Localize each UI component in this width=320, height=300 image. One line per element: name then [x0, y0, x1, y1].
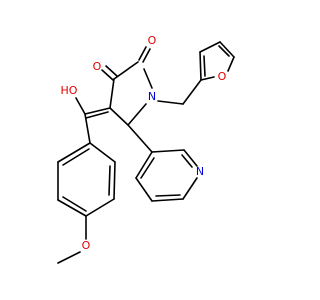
bond-exo-oh — [75, 97, 86, 115]
bond-pyr-c4-c3-inner — [140, 157, 155, 179]
bond-n1-ch2 — [157, 100, 184, 105]
bond-pyr-c6-c5-inner — [155, 194, 181, 197]
bond-pyr-c5-c4 — [135, 177, 153, 202]
bond-furan-c3-c2-inner — [203, 55, 206, 77]
atom-o-furan: O — [218, 70, 227, 83]
bond-c3-o-double-a — [101, 69, 114, 81]
atom-n-pyridine: N — [196, 165, 204, 178]
atom-o-lactam: O — [148, 34, 157, 47]
bond-benz-c3-c4 — [85, 198, 115, 217]
bond-o-methyl — [57, 251, 81, 264]
bond-pyr-c6-c5 — [151, 198, 184, 202]
bond-c5-pyridine — [127, 124, 153, 153]
bond-c2-n1 — [143, 68, 153, 89]
atom-o-ring-ketone: O — [93, 60, 102, 73]
bond-exo-aryl — [84, 113, 91, 144]
bond-ch2-furan — [182, 79, 202, 105]
bond-c3-o-double-b — [105, 65, 118, 77]
atom-n-lactam: N — [148, 90, 156, 103]
bond-furan-c5-c4 — [219, 41, 235, 58]
bond-furan-c5-c4-inner — [218, 45, 230, 57]
bond-benz-c4-c5-inner — [62, 196, 87, 212]
atom-o-hydroxyl: HO — [61, 84, 78, 97]
bond-pyr-c3-c2 — [151, 149, 185, 153]
bond-c2-o-double-a — [138, 46, 147, 61]
bond-furan-c3-c2 — [199, 51, 202, 81]
bond-benz-c2-c3 — [113, 161, 116, 200]
bond-c4-c3 — [109, 78, 115, 109]
bond-benz-c2-c3-inner — [108, 165, 111, 196]
bond-furan-o-c5 — [227, 56, 235, 72]
bond-c3-c2 — [113, 61, 139, 80]
bond-pyr-c2-n-inner — [181, 154, 193, 168]
bond-benz-c6-c1 — [57, 142, 91, 163]
bond-c2-o-double-b — [142, 48, 151, 63]
bond-furan-c2-o — [200, 76, 215, 81]
bond-c4-exo-double-b — [85, 111, 109, 119]
bond-pyr-c4-c3 — [135, 151, 153, 179]
bond-benz-c4-c5 — [57, 199, 87, 217]
bond-furan-c4-c3 — [199, 41, 221, 53]
bond-benz-c1-c2 — [89, 142, 116, 163]
bond-c4-exo-double-a — [84, 107, 111, 115]
bond-pyr-n-c6 — [182, 177, 198, 200]
bond-c5-c4 — [109, 107, 129, 126]
molecule-structure: O O N O HO N O — [57, 34, 235, 264]
bond-benz-c6-c1-inner — [62, 148, 90, 166]
atom-o-methoxy: O — [82, 239, 91, 252]
bond-pyr-c2-n — [183, 149, 198, 167]
molecule-canvas: O O N O HO N O — [57, 34, 235, 264]
bond-n1-c5 — [127, 103, 147, 126]
